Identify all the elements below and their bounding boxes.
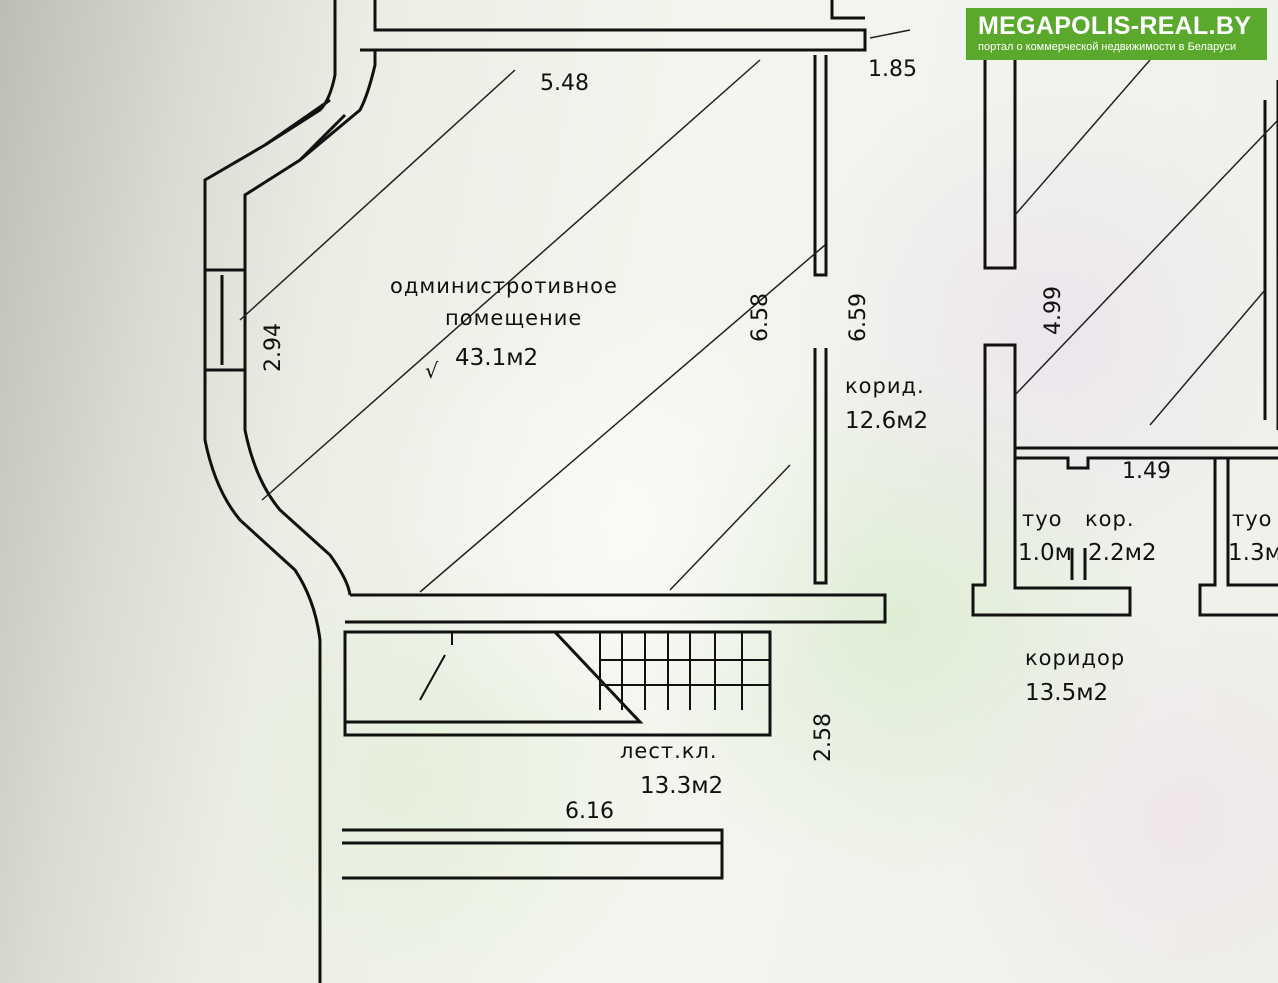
- stairs-label: лест.кл.: [620, 739, 718, 763]
- corridor-small-area: 12.6м2: [845, 408, 928, 434]
- site-watermark-logo: MEGAPOLIS-REAL.BY портал о коммерческой …: [966, 8, 1267, 60]
- top-wall: [360, 0, 867, 52]
- dimension-2-58: 2.58: [811, 713, 836, 762]
- small-rooms-top-wall: [1015, 446, 1278, 470]
- stair-rail: [419, 632, 453, 701]
- admin-room-area: 43.1м2: [455, 345, 538, 371]
- wc-door: [1070, 548, 1087, 580]
- inner-wall-outline: [243, 48, 377, 596]
- stair-flight-outline: [345, 630, 644, 724]
- dimension-4-99: 4.99: [1041, 286, 1066, 335]
- dimension-6-59: 6.59: [846, 293, 871, 342]
- corridor-big-label: коридор: [1025, 646, 1125, 670]
- admin-room-label-1: одминистротивное: [390, 274, 618, 298]
- wc2-wall: [1198, 458, 1278, 617]
- partition-top: [813, 55, 828, 277]
- outer-wall-outline: [203, 0, 337, 983]
- wc2-label: туо: [1232, 507, 1273, 531]
- stairs-area: 13.3м2: [640, 773, 723, 799]
- south-wall-admin: [345, 593, 887, 624]
- wc1-area: 1.0м: [1018, 540, 1072, 566]
- corridor-big-area: 13.5м2: [1025, 680, 1108, 706]
- partition-bottom: [813, 348, 828, 585]
- wc1-label: туо: [1022, 507, 1063, 531]
- east-wall-bottom: [971, 343, 1132, 617]
- window-side: [205, 268, 245, 372]
- corridor-mini-area: 2.2м2: [1088, 540, 1157, 566]
- logo-title: MEGAPOLIS-REAL.BY: [978, 12, 1252, 40]
- hatching: [239, 29, 1278, 593]
- logo-subtitle: портал о коммерческой недвижимости в Бел…: [978, 41, 1237, 53]
- wc2-area: 1.3м: [1228, 540, 1278, 566]
- check-mark: √: [425, 359, 439, 383]
- dimension-6-16: 6.16: [565, 799, 614, 824]
- dimension-2-94: 2.94: [261, 323, 286, 372]
- window-top: [264, 98, 347, 162]
- dimension-6-58: 6.58: [748, 293, 773, 342]
- east-wall-top: [983, 30, 1017, 270]
- corridor-small-label: корид.: [845, 374, 925, 398]
- dimension-1-49: 1.49: [1122, 459, 1171, 484]
- top-wall-right: [830, 0, 865, 20]
- stair-box: [343, 630, 772, 737]
- admin-room-label-2: помещение: [445, 306, 582, 330]
- stair-bottom-wall: [342, 828, 724, 880]
- dimension-1-85: 1.85: [868, 57, 917, 82]
- far-right-wall: [1263, 80, 1278, 430]
- stair-steps: [599, 632, 770, 710]
- corridor-mini-label: кор.: [1085, 507, 1135, 531]
- dimension-5-48: 5.48: [540, 71, 589, 96]
